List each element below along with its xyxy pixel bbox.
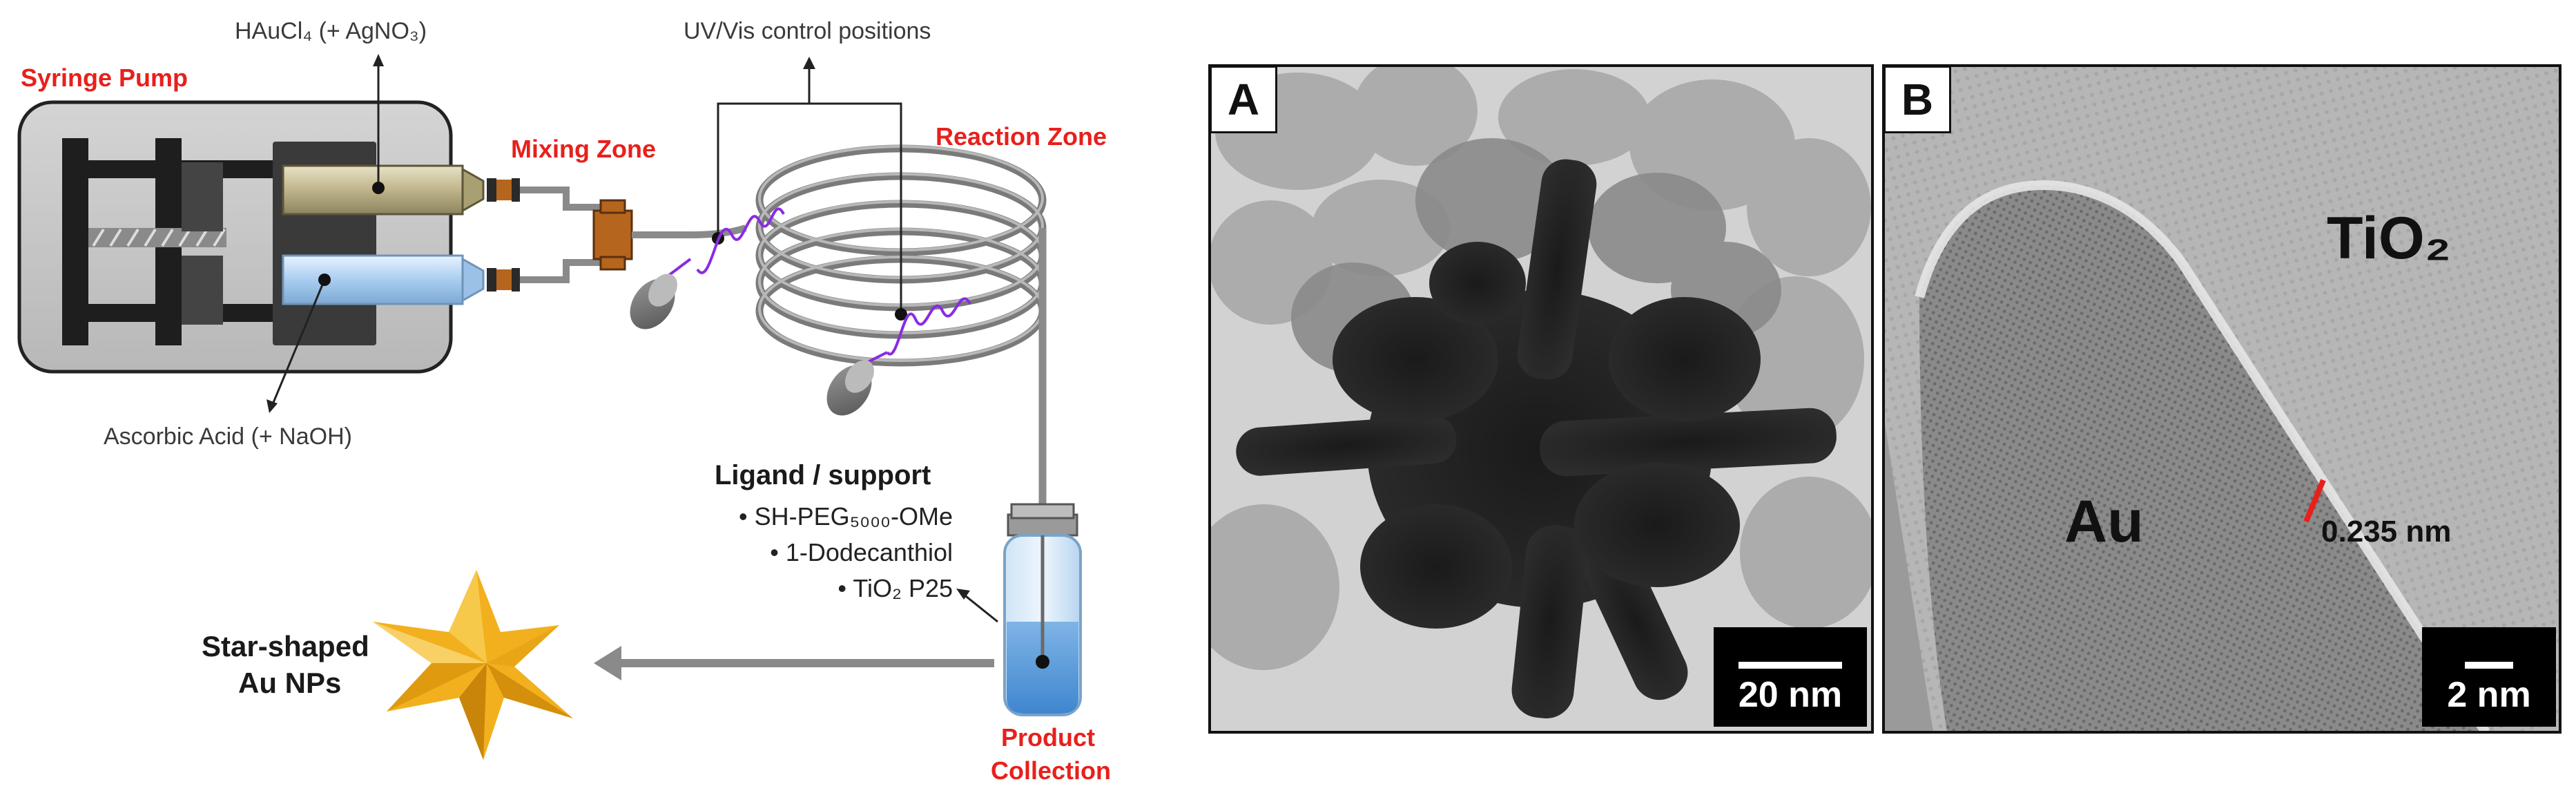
panel-b-scale-label: 2 nm: [2447, 675, 2531, 715]
ligand-list: • SH-PEG₅₀₀₀-OMe • 1-Dodecanthiol • TiO₂…: [711, 499, 953, 607]
tio2-label: TiO₂: [2327, 205, 2451, 271]
uv-wave-1: [696, 207, 785, 274]
au-rod: [1919, 185, 2486, 732]
lattice-spacing-label: 0.235 nm: [2321, 515, 2452, 548]
reaction-zone-label: Reaction Zone: [936, 122, 1107, 151]
panel-b-letter: B: [1883, 66, 1951, 133]
reagent-bottom-label: Ascorbic Acid (+ NaOH): [104, 423, 352, 450]
ligand-item-dodecanthiol: • 1-Dodecanthiol: [770, 538, 953, 566]
uv-probe-1: [630, 274, 677, 330]
ligand-title: Ligand / support: [715, 460, 931, 490]
scale-bar-line: [1739, 662, 1842, 669]
uv-wave-2: [886, 297, 971, 356]
lattice-marker: [2303, 479, 2326, 523]
star-nanoparticle: [373, 570, 573, 760]
reagent-top-label: HAuCl₄ (+ AgNO₃): [235, 18, 427, 44]
panel-a-scalebar: 20 nm: [1714, 627, 1867, 727]
panel-a-letter: A: [1210, 66, 1277, 133]
uv-vis-label: UV/Vis control positions: [684, 18, 931, 44]
panel-b-scalebar: 2 nm: [2422, 627, 2556, 727]
product-label-line2: Collection: [991, 756, 1112, 785]
ligand-item-tio2: • TiO₂ P25: [837, 574, 953, 602]
panel-a-scale-label: 20 nm: [1738, 675, 1843, 715]
scale-bar-line: [2465, 662, 2513, 669]
star-label-line1: Star-shaped: [202, 630, 369, 662]
bottom-syringe: [282, 254, 464, 305]
au-label: Au: [2064, 488, 2144, 555]
product-vial: [1003, 503, 1082, 716]
ligand-item-peg: • SH-PEG₅₀₀₀-OMe: [739, 502, 953, 531]
syringe-pump-label: Syringe Pump: [21, 64, 188, 92]
mixing-zone-label: Mixing Zone: [511, 135, 656, 163]
uv-probe-2: [826, 360, 874, 416]
star-label-line2: Au NPs: [238, 667, 342, 699]
product-label-line1: Product: [1001, 723, 1096, 752]
